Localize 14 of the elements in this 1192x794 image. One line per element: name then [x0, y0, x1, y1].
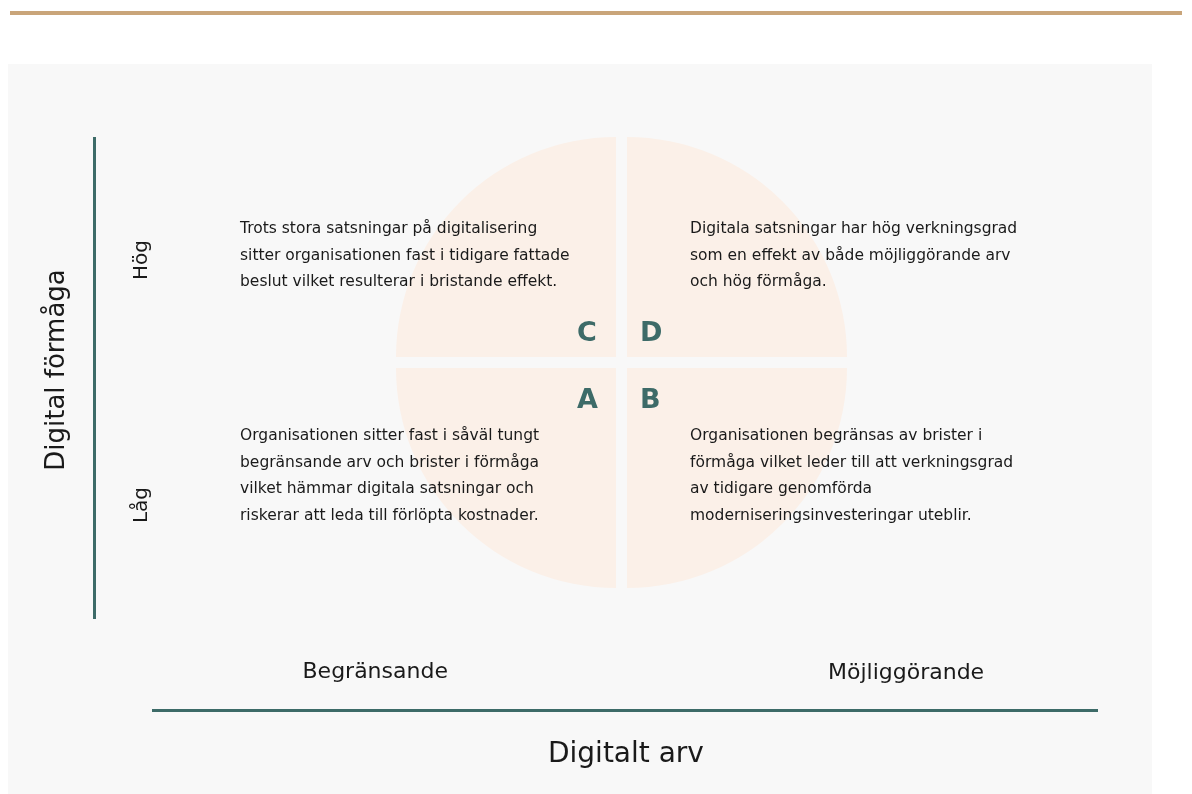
axis-tick-label: Hög: [128, 240, 152, 280]
quadrant-description: Organisationen sitter fast i såväl tungt begränsande arv och brister i förmåga vilket hämmar digitala satsningar och riskerar att leda till förlöpta kostnader.: [240, 425, 541, 526]
axis-tick-label: Möjliggörande: [828, 658, 985, 684]
axis-tick-label: Begränsande: [302, 657, 448, 683]
quadrant-letter: B: [640, 385, 661, 412]
axis-tick-label: Låg: [128, 486, 153, 524]
quadrant-description: Trots stora satsningar på digitalisering sitter organisationen fast i tidigare fattade beslut vilket resulterar i bristande effekt.: [240, 218, 571, 292]
quadrant-letter: D: [640, 318, 663, 345]
quadrant-description: Digitala satsningar har hög verkningsgrad som en effekt av både möjliggörande arv och hög förmåga.: [690, 218, 1019, 292]
axis-title: Digital förmåga: [39, 269, 70, 471]
quadrant-description: Organisationen begränsas av brister i förmåga vilket leder till att verkningsgrad av tidigare genomförda moderniseringsinvesteringar uteblir.: [690, 425, 1015, 526]
quadrant-letter: A: [577, 385, 598, 412]
quadrant-letter: C: [577, 318, 597, 345]
axis-title: Digitalt arv: [548, 735, 704, 769]
